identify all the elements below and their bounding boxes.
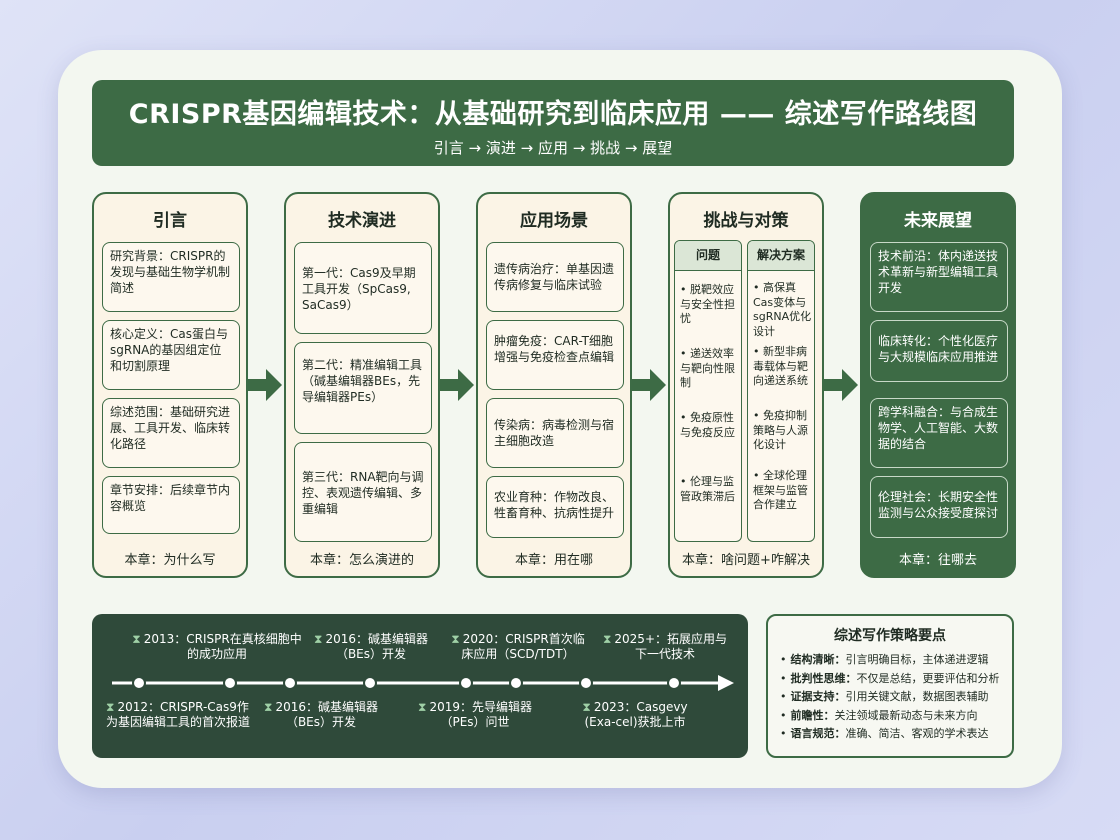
- hourglass-icon: ⧗: [582, 700, 591, 714]
- hourglass-icon: ⧗: [132, 632, 141, 646]
- strategy-item: 前瞻性：关注领域最新动态与未来方向: [780, 707, 1012, 726]
- intro-item: 综述范围：基础研究进展、工具开发、临床转化路径: [102, 398, 240, 468]
- hourglass-icon: ⧗: [602, 632, 612, 646]
- timeline-event: ⧗2013：CRISPR在真核细胞中的成功应用: [132, 632, 302, 661]
- page-subtitle: 引言 → 演进 → 应用 → 挑战 → 展望: [433, 139, 673, 157]
- header-banner: CRISPR基因编辑技术：从基础研究到临床应用 —— 综述写作路线图 引言 → …: [92, 80, 1014, 166]
- column-intro: 引言 研究背景：CRISPR的发现与基础生物学机制简述 核心定义：Cas蛋白与s…: [92, 192, 248, 578]
- solution-item: • 高保真Cas变体与sgRNA优化设计: [753, 281, 812, 338]
- column-footer: 本章：怎么演进的: [309, 553, 414, 568]
- timeline-event: ⧗2012：CRISPR-Cas9作为基因编辑工具的首次报道: [106, 700, 251, 729]
- evolution-item: 第三代：RNA靶向与调控、表观遗传编辑、多重编辑: [294, 442, 432, 542]
- strategy-item: 语言规范：准确、简洁、客观的学术表达: [780, 725, 1012, 744]
- intro-item: 研究背景：CRISPR的发现与基础生物学机制简述: [102, 242, 240, 312]
- timeline-event: ⧗2016：碱基编辑器（BEs）开发: [264, 700, 378, 729]
- timeline-node: [283, 676, 297, 690]
- solutions-header: 解决方案: [748, 241, 814, 271]
- timeline-panel: ⧗2013：CRISPR在真核细胞中的成功应用 ⧗2016：碱基编辑器（BEs）…: [92, 614, 748, 758]
- timeline-node: [667, 676, 681, 690]
- evolution-item: 第二代：精准编辑工具（碱基编辑器BEs，先导编辑器PEs）: [294, 342, 432, 434]
- column-footer: 本章：往哪去: [898, 553, 977, 568]
- timeline-event: ⧗2019：先导编辑器（PEs）问世: [418, 700, 532, 729]
- arrow-right-icon: [440, 369, 474, 401]
- solution-item: • 全球伦理框架与监管合作建立: [753, 469, 808, 511]
- intro-item: 章节安排：后续章节内容概览: [102, 476, 240, 534]
- timeline-node: [223, 676, 237, 690]
- timeline-node: [459, 676, 473, 690]
- arrow-right-icon: [248, 369, 282, 401]
- column-title: 技术演进: [328, 211, 396, 231]
- timeline-node: [363, 676, 377, 690]
- strategy-panel: 综述写作策略要点 结构清晰：引言明确目标，主体递进逻辑 批判性思维：不仅是总结，…: [766, 614, 1014, 758]
- hourglass-icon: ⧗: [314, 632, 323, 646]
- application-item: 肿瘤免疫：CAR-T细胞增强与免疫检查点编辑: [486, 320, 624, 390]
- application-item: 传染病：病毒检测与宿主细胞改造: [486, 398, 624, 468]
- hourglass-icon: ⧗: [264, 700, 273, 714]
- strategy-item: 证据支持：引用关键文献，数据图表辅助: [780, 688, 1012, 707]
- column-title: 引言: [153, 211, 187, 231]
- strategy-title: 综述写作策略要点: [834, 628, 946, 644]
- hourglass-icon: ⧗: [418, 700, 427, 714]
- timeline-arrowhead: [718, 675, 734, 691]
- application-item: 遗传病治疗：单基因遗传病修复与临床试验: [486, 242, 624, 312]
- column-outlook: 未来展望 技术前沿：体内递送技术革新与新型编辑工具开发 临床转化：个性化医疗与大…: [860, 192, 1016, 578]
- column-title: 应用场景: [520, 211, 588, 231]
- column-footer: 本章：用在哪: [514, 553, 593, 568]
- problem-item: • 递送效率与靶向性限制: [680, 347, 735, 389]
- solution-item: • 免疫抑制策略与人源化设计: [753, 409, 808, 451]
- outlook-item: 伦理社会：长期安全性监测与公众接受度探讨: [870, 476, 1008, 538]
- timeline-event: ⧗2020：CRISPR首次临床应用（SCD/TDT）: [451, 632, 585, 661]
- page-title: CRISPR基因编辑技术：从基础研究到临床应用 —— 综述写作路线图: [128, 99, 978, 130]
- timeline-event: ⧗2016：碱基编辑器（BEs）开发: [314, 632, 428, 661]
- column-evolution: 技术演进 第一代：Cas9及早期工具开发（SpCas9, SaCas9） 第二代…: [284, 192, 440, 578]
- column-footer: 本章：为什么写: [124, 553, 216, 568]
- evolution-item: 第一代：Cas9及早期工具开发（SpCas9, SaCas9）: [294, 242, 432, 334]
- arrow-right-icon: [824, 369, 858, 401]
- problem-item: • 伦理与监管政策滞后: [680, 475, 735, 503]
- outlook-item: 临床转化：个性化医疗与大规模临床应用推进: [870, 320, 1008, 382]
- problems-panel: 问题 • 脱靶效应与安全性担忧 • 递送效率与靶向性限制 • 免疫原性与免疫反应…: [674, 240, 742, 542]
- application-item: 农业育种：作物改良、牲畜育种、抗病性提升: [486, 476, 624, 538]
- strategy-list: 结构清晰：引言明确目标，主体递进逻辑 批判性思维：不仅是总结，更要评估和分析 证…: [780, 651, 1012, 744]
- outlook-item: 跨学科融合：与合成生物学、人工智能、大数据的结合: [870, 398, 1008, 468]
- column-applications: 应用场景 遗传病治疗：单基因遗传病修复与临床试验 肿瘤免疫：CAR-T细胞增强与…: [476, 192, 632, 578]
- outlook-item: 技术前沿：体内递送技术革新与新型编辑工具开发: [870, 242, 1008, 312]
- timeline-node: [132, 676, 146, 690]
- solutions-panel: 解决方案 • 高保真Cas变体与sgRNA优化设计 • 新型非病毒载体与靶向递送…: [747, 240, 815, 542]
- solution-item: • 新型非病毒载体与靶向递送系统: [753, 345, 808, 387]
- arrow-right-icon: [632, 369, 666, 401]
- intro-item: 核心定义：Cas蛋白与sgRNA的基因组定位和切割原理: [102, 320, 240, 390]
- column-title: 未来展望: [904, 211, 972, 231]
- strategy-item: 批判性思维：不仅是总结，更要评估和分析: [780, 670, 1012, 689]
- problem-item: • 免疫原性与免疫反应: [680, 411, 735, 439]
- hourglass-icon: ⧗: [106, 700, 115, 714]
- column-title: 挑战与对策: [703, 211, 789, 231]
- timeline-axis: [112, 675, 734, 691]
- timeline-node: [509, 676, 523, 690]
- timeline-event: ⧗2023：Casgevy (Exa-cel)获批上市: [582, 700, 688, 729]
- timeline-node: [579, 676, 593, 690]
- timeline-event: ⧗2025+：拓展应用与下一代技术: [602, 632, 728, 661]
- problem-item: • 脱靶效应与安全性担忧: [680, 283, 735, 325]
- column-footer: 本章：啥问题+咋解决: [682, 553, 810, 568]
- hourglass-icon: ⧗: [451, 632, 460, 646]
- problems-header: 问题: [675, 241, 741, 271]
- strategy-item: 结构清晰：引言明确目标，主体递进逻辑: [780, 651, 1012, 670]
